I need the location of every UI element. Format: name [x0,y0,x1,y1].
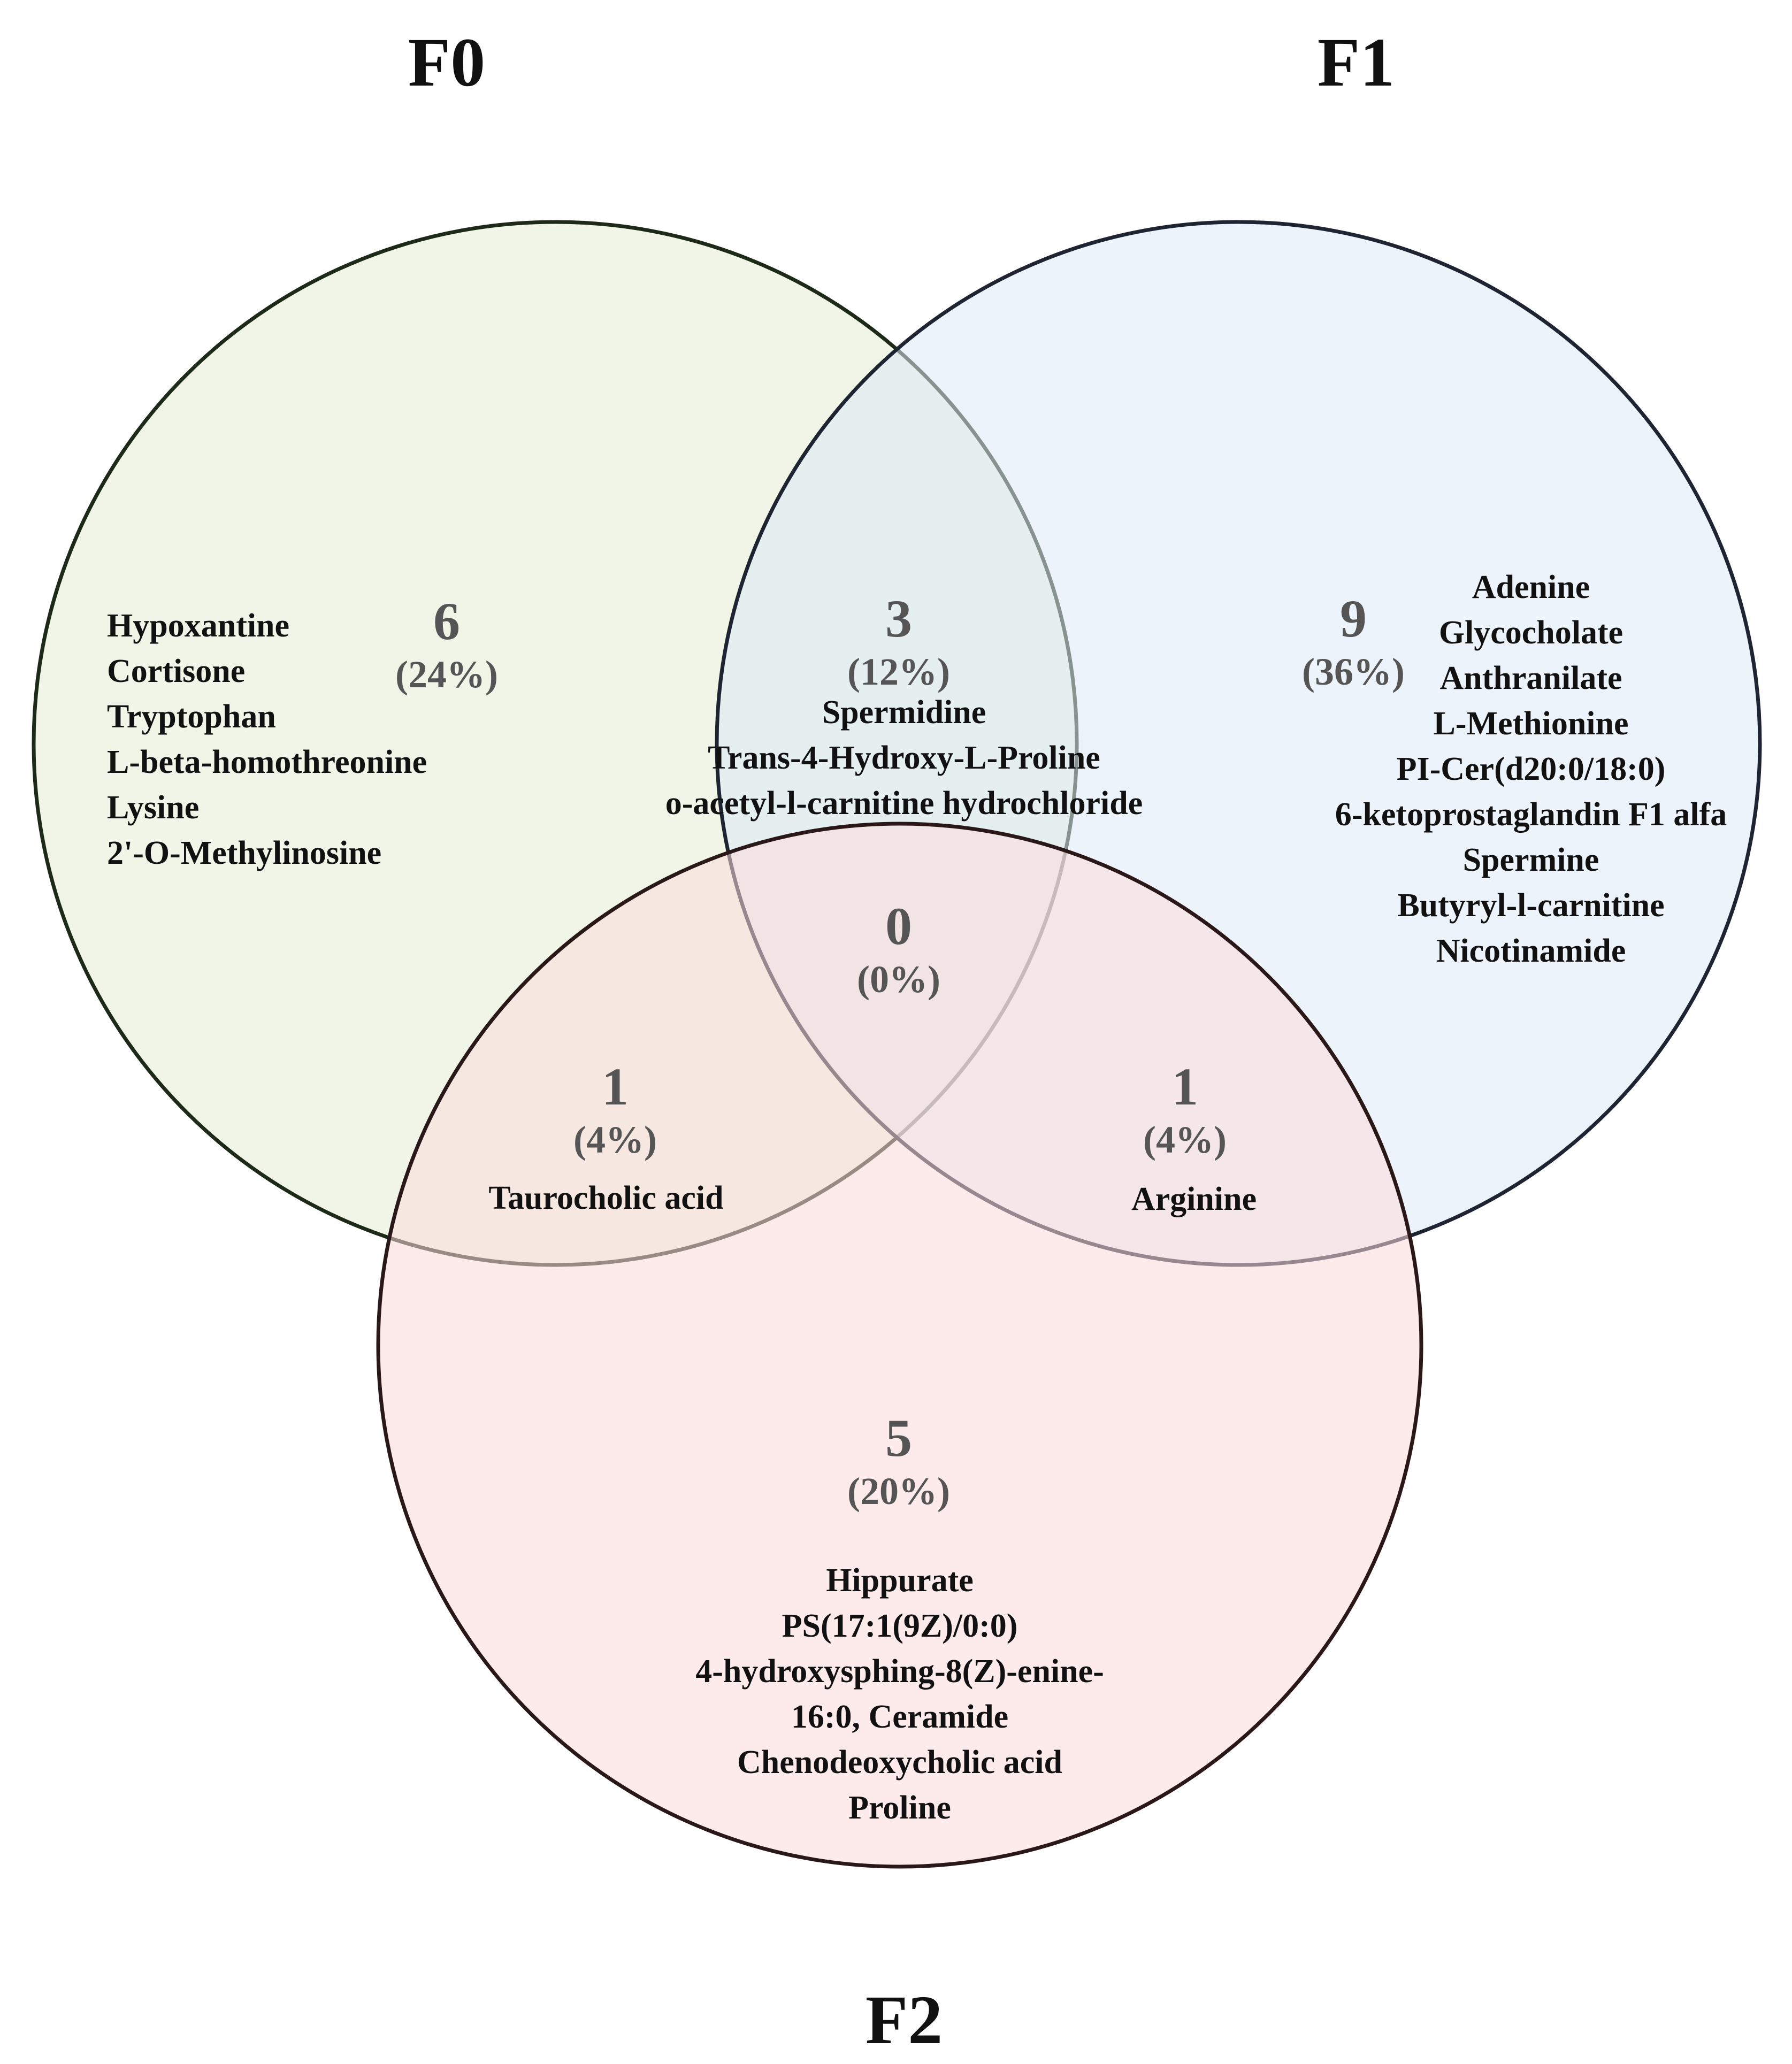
compound-label: PS(17:1(9Z)/0:0) [782,1608,1018,1644]
region-f2-only: 5 (20%) Hippurate PS(17:1(9Z)/0:0) 4-hyd… [695,1408,1104,1826]
compound-label: Butyryl-l-carnitine [1397,887,1664,924]
compound-label: PI-Cer(d20:0/18:0) [1397,751,1666,787]
region-f0-f1: 3 (12%) Spermidine Trans-4-Hydroxy-L-Pro… [665,589,1143,822]
region-count: 1 [602,1057,629,1116]
region-percent: (12%) [847,650,950,693]
compound-label: L-beta-homothreonine [107,744,427,780]
compound-label: Hypoxantine [107,608,289,644]
compound-label: Spermidine [822,694,986,731]
compound-label: Glycocholate [1439,615,1623,651]
region-count: 1 [1171,1057,1198,1116]
compound-label: Adenine [1472,569,1590,605]
region-f0-only: 6 (24%) Hypoxantine Cortisone Tryptophan… [107,592,498,871]
compound-label: Lysine [107,789,199,826]
region-percent: (36%) [1302,650,1405,693]
region-count: 5 [885,1408,912,1468]
region-f1-only: 9 (36%) Adenine Glycocholate Anthranilat… [1302,569,1727,969]
circle-f2 [376,822,1423,1869]
set-title-f2: F2 [866,1982,943,2059]
compound-label: o-acetyl-l-carnitine hydrochloride [665,785,1143,822]
compound-label: Proline [848,1790,951,1826]
region-all: 0 (0%) [857,896,940,1001]
compound-label: Chenodeoxycholic acid [737,1744,1062,1781]
region-count: 3 [885,589,912,648]
region-percent: (20%) [847,1470,950,1513]
compound-label: 6-ketoprostaglandin F1 alfa [1335,796,1727,833]
compound-label: Trans-4-Hydroxy-L-Proline [708,740,1100,776]
region-percent: (24%) [395,653,498,696]
compound-label: Arginine [1131,1181,1257,1217]
set-title-f1: F1 [1318,24,1395,101]
compound-label: Anthranilate [1440,660,1622,696]
compound-label: Hippurate [826,1562,974,1599]
region-percent: (4%) [573,1118,657,1161]
region-f0-f2: 1 (4%) Taurocholic acid [488,1057,723,1216]
region-percent: (0%) [857,958,940,1001]
compound-label: 16:0, Ceramide [791,1699,1008,1735]
compound-label: L-Methionine [1433,705,1628,742]
region-count: 9 [1340,589,1367,648]
compound-label: Nicotinamide [1436,933,1626,969]
region-count: 6 [433,592,460,651]
compound-label: 2'-O-Methylinosine [107,835,381,871]
compound-label: Cortisone [107,653,245,689]
region-f1-f2: 1 (4%) Arginine [1131,1057,1257,1217]
compound-label: Spermine [1463,842,1599,878]
compound-label: 4-hydroxysphing-8(Z)-enine- [695,1653,1104,1690]
region-count: 0 [885,896,912,956]
set-title-f0: F0 [408,24,485,101]
compound-label: Tryptophan [107,699,276,735]
compound-label: Taurocholic acid [488,1180,723,1216]
region-percent: (4%) [1143,1118,1227,1161]
